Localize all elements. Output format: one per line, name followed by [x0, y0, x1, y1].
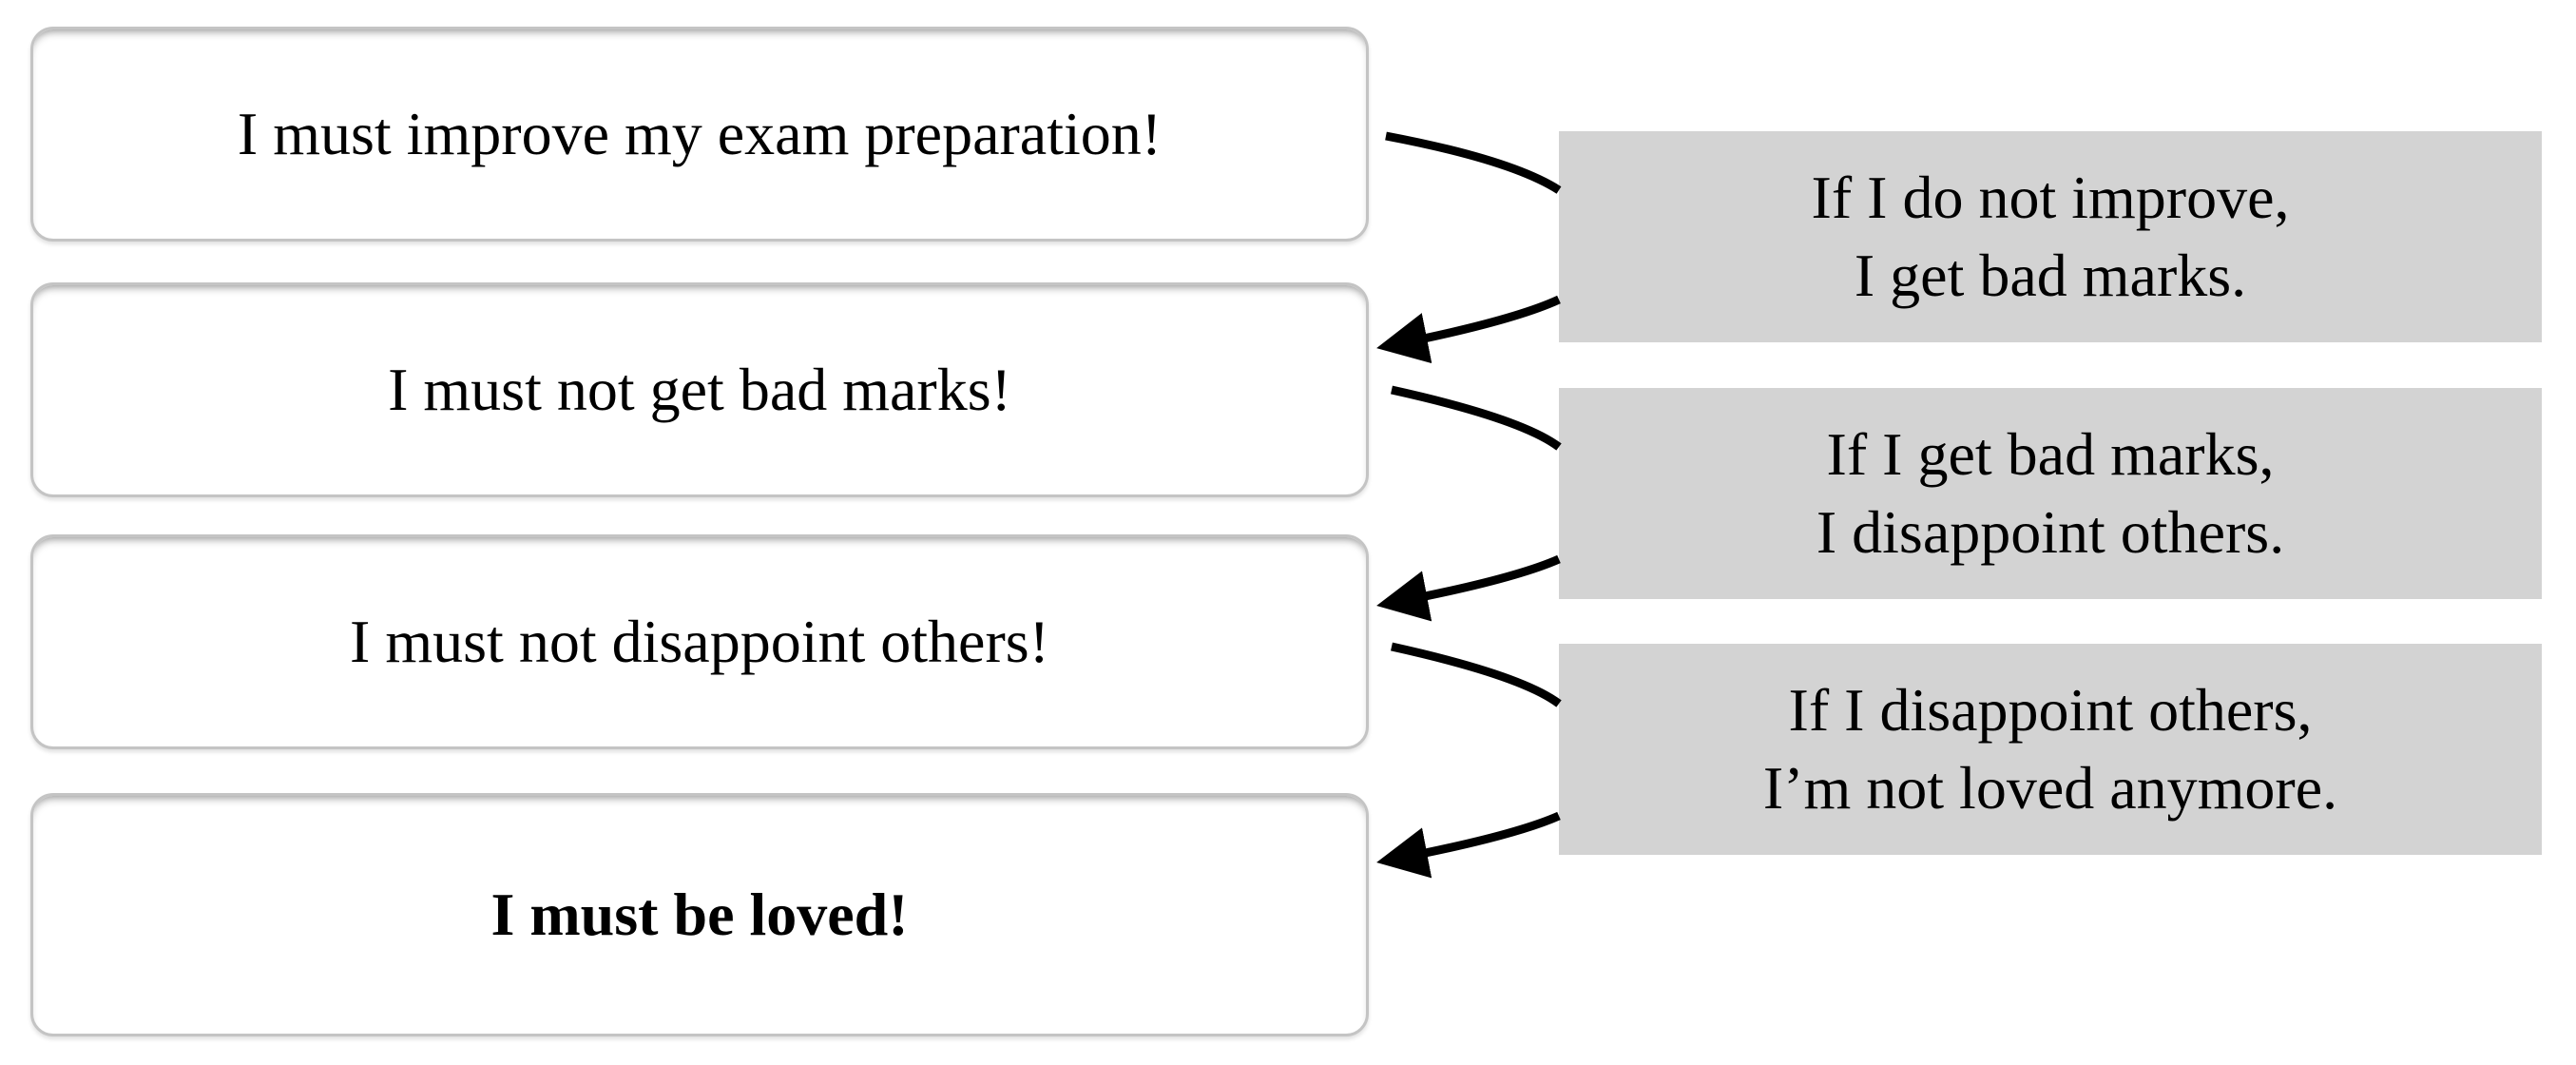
goal-box-be-loved: I must be loved! — [30, 793, 1369, 1036]
arrow-reason1-to-goal2 — [1376, 295, 1561, 364]
reason-line-1: If I get bad marks, — [1826, 420, 2275, 488]
goal-box-not-disappoint-others: I must not disappoint others! — [30, 534, 1369, 749]
reason-box-disappoint-to-loved: If I disappoint others, I’m not loved an… — [1559, 644, 2542, 855]
goal-box-improve-exam-preparation: I must improve my exam preparation! — [30, 27, 1369, 242]
arrow-reason2-to-goal3 — [1376, 554, 1561, 622]
connector-goal1-to-reason1 — [1385, 131, 1562, 194]
reason-line-2: I get bad marks. — [1854, 242, 2247, 309]
reason-line-2: I’m not loved anymore. — [1762, 754, 2338, 822]
goal-text: I must improve my exam preparation! — [237, 100, 1163, 167]
reason-box-marks-to-disappoint: If I get bad marks, I disappoint others. — [1559, 388, 2542, 599]
reason-line-1: If I do not improve, — [1811, 164, 2290, 231]
reason-box-improve-to-marks: If I do not improve, I get bad marks. — [1559, 131, 2542, 342]
connector-goal2-to-reason2 — [1391, 385, 1562, 451]
connector-goal3-to-reason3 — [1391, 642, 1562, 707]
goal-box-no-bad-marks: I must not get bad marks! — [30, 282, 1369, 497]
goal-text: I must not disappoint others! — [350, 608, 1049, 675]
arrow-reason3-to-goal4 — [1376, 811, 1561, 879]
goal-text: I must be loved! — [490, 881, 909, 948]
reason-line-1: If I disappoint others, — [1788, 676, 2313, 744]
reason-line-2: I disappoint others. — [1816, 498, 2285, 566]
goal-text: I must not get bad marks! — [388, 356, 1011, 423]
